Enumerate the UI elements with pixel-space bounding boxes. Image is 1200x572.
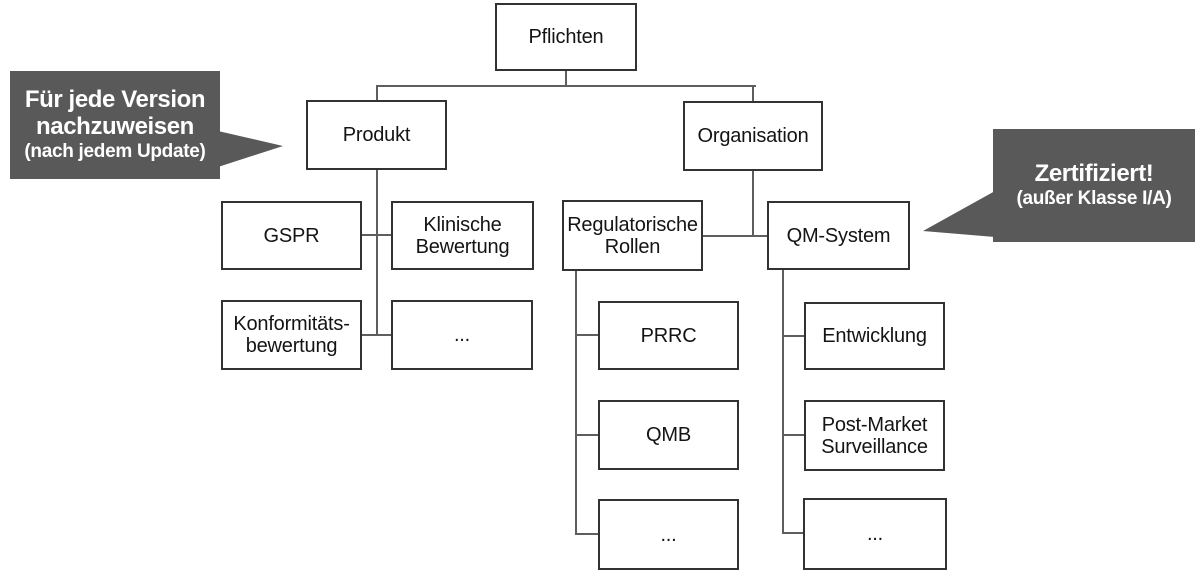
node-qmb: QMB: [598, 400, 739, 470]
node-label: Klinische Bewertung: [415, 213, 510, 258]
node-klinische-bewertung: Klinische Bewertung: [391, 201, 534, 270]
connector-stub-postmarket: [782, 434, 804, 436]
node-label: QMB: [646, 424, 691, 446]
connector-rollen-trunk: [575, 271, 577, 535]
connector-stub-rollen-more: [575, 533, 598, 535]
node-label: Regulatorische Rollen: [567, 213, 698, 258]
node-rollen-more: ...: [598, 499, 739, 570]
callout-line: Zertifiziert!: [1034, 160, 1154, 187]
node-label: Entwicklung: [822, 325, 927, 347]
connector-pflichten-down: [565, 71, 567, 86]
connector-produkt-trunk: [376, 170, 378, 336]
node-label: GSPR: [263, 224, 320, 247]
connector-gspr-klinische: [362, 234, 391, 236]
connector-organisation-trunk: [752, 171, 754, 237]
callout-line: Für jede Version: [24, 86, 206, 113]
node-regulatorische-rollen: Regulatorische Rollen: [562, 200, 703, 271]
connector-stub-qm-more: [782, 532, 803, 534]
connector-organisation-top: [752, 85, 754, 101]
callout-fuer-jede-version: Für jede Version nachzuweisen (nach jede…: [10, 71, 220, 179]
connector-rollen-qmsystem: [703, 235, 767, 237]
callout-note: (außer Klasse I/A): [1016, 188, 1172, 209]
node-pflichten: Pflichten: [495, 3, 637, 71]
node-label: Pflichten: [528, 26, 604, 48]
callout-note: (nach jedem Update): [24, 141, 206, 162]
node-prrc: PRRC: [598, 301, 739, 370]
node-label: Konformitäts- bewertung: [233, 313, 350, 357]
node-produkt-more: ...: [391, 300, 533, 370]
node-label: ...: [453, 324, 471, 346]
node-label: ...: [660, 523, 677, 546]
node-gspr: GSPR: [221, 201, 362, 270]
callout-zertifiziert: Zertifiziert! (außer Klasse I/A): [993, 129, 1195, 242]
connector-produkt-top: [376, 85, 378, 100]
node-qm-more: ...: [803, 498, 947, 570]
connector-qmsystem-trunk: [782, 270, 784, 534]
connector-stub-qmb: [575, 434, 598, 436]
node-entwicklung: Entwicklung: [804, 302, 945, 370]
connector-stub-prrc: [575, 334, 598, 336]
speech-pointer-icon: [923, 191, 995, 237]
speech-pointer-icon: [218, 131, 283, 167]
node-label: Post-Market Surveillance: [821, 413, 928, 458]
node-label: QM-System: [786, 224, 891, 247]
connector-top-horizontal: [376, 85, 756, 87]
node-label: ...: [866, 523, 884, 545]
node-organisation: Organisation: [683, 101, 823, 171]
node-label: PRRC: [640, 324, 697, 347]
node-konformitaetsbewertung: Konformitäts- bewertung: [221, 300, 362, 370]
node-label: Organisation: [697, 125, 809, 147]
connector-stub-entwicklung: [782, 335, 804, 337]
callout-line: nachzuweisen: [36, 113, 194, 140]
node-produkt: Produkt: [306, 100, 447, 170]
connector-konformitaet-more: [362, 334, 391, 336]
node-label: Produkt: [342, 124, 411, 146]
node-post-market-surveillance: Post-Market Surveillance: [804, 400, 945, 471]
node-qm-system: QM-System: [767, 201, 910, 270]
